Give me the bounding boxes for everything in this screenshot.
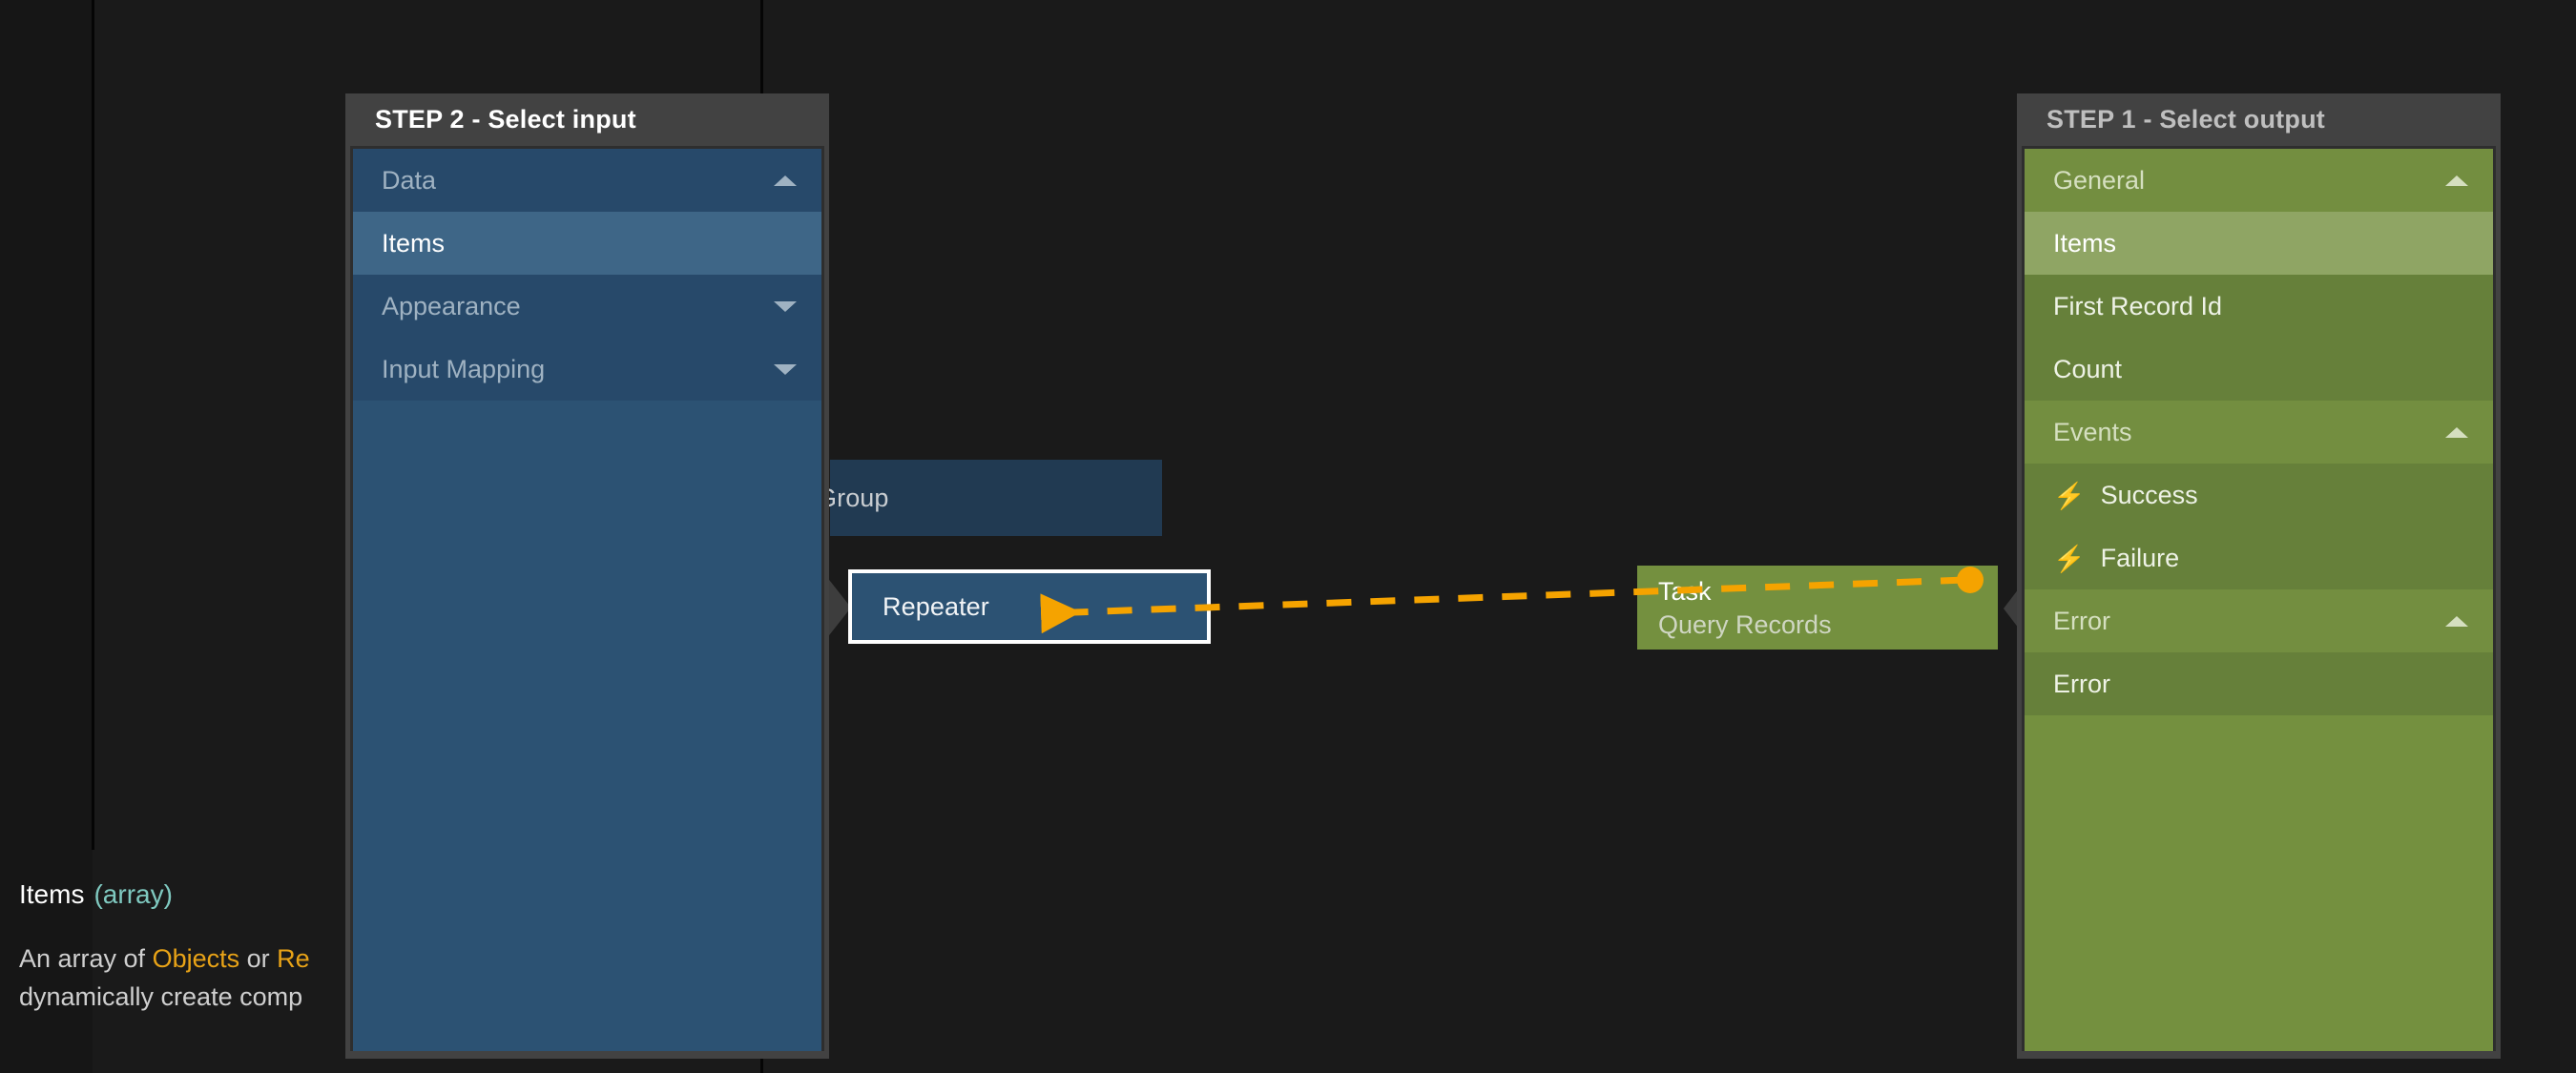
input-row-appearance[interactable]: Appearance xyxy=(353,275,821,338)
node-repeater-label: Repeater xyxy=(883,591,989,621)
output-row-error[interactable]: Error xyxy=(2025,652,2493,715)
property-description-tooltip: Items (array) An array of Objects or Re d… xyxy=(0,868,763,1017)
output-row-count[interactable]: Count xyxy=(2025,338,2493,401)
panel-input-title: STEP 2 - Select input xyxy=(375,105,636,134)
node-task-label: Task xyxy=(1658,577,1712,606)
output-row-failure[interactable]: ⚡Failure xyxy=(2025,526,2493,589)
bolt-icon: ⚡ xyxy=(2053,544,2086,573)
tooltip-title: Items xyxy=(19,879,85,909)
bolt-icon: ⚡ xyxy=(2053,481,2086,510)
output-row-label: First Record Id xyxy=(2053,291,2223,320)
tooltip-body-prefix: An array of xyxy=(19,944,153,973)
chevron-down-icon[interactable] xyxy=(774,300,797,312)
canvas-left-gutter xyxy=(0,0,93,1073)
output-row-first-record-id[interactable]: First Record Id xyxy=(2025,275,2493,338)
input-row-input-mapping[interactable]: Input Mapping xyxy=(353,338,821,401)
tooltip-type: (array) xyxy=(93,879,173,909)
output-row-label: Error xyxy=(2053,606,2110,635)
canvas-divider-line-left xyxy=(92,0,94,850)
node-group[interactable]: Group xyxy=(817,460,1162,536)
panel-output-title: STEP 1 - Select output xyxy=(2046,105,2325,134)
tooltip-token-objects: Objects xyxy=(152,944,240,973)
input-row-label: Input Mapping xyxy=(382,354,546,383)
input-row-label: Appearance xyxy=(382,291,521,320)
tooltip-title-row: Items (array) xyxy=(19,879,763,910)
output-row-success[interactable]: ⚡Success xyxy=(2025,464,2493,526)
input-row-items[interactable]: Items xyxy=(353,212,821,275)
output-row-items[interactable]: Items xyxy=(2025,212,2493,275)
tooltip-body-mid: or xyxy=(239,944,278,973)
output-row-error[interactable]: Error xyxy=(2025,589,2493,652)
node-repeater[interactable]: Repeater xyxy=(848,569,1211,644)
output-row-label: Events xyxy=(2053,417,2132,446)
tooltip-token-records: Re xyxy=(277,944,310,973)
output-row-events[interactable]: Events xyxy=(2025,401,2493,464)
tooltip-body-line2: dynamically create comp xyxy=(19,981,303,1011)
chevron-up-icon[interactable] xyxy=(2445,615,2468,627)
chevron-up-icon[interactable] xyxy=(774,175,797,186)
output-row-label: Count xyxy=(2053,354,2123,383)
output-row-label: Error xyxy=(2053,669,2110,698)
chevron-down-icon[interactable] xyxy=(774,363,797,375)
input-row-data[interactable]: Data xyxy=(353,149,821,212)
chevron-up-icon[interactable] xyxy=(2445,426,2468,438)
node-task[interactable]: Task Query Records xyxy=(1637,566,1998,650)
node-task-subtitle: Query Records xyxy=(1658,610,1832,640)
input-row-label: Items xyxy=(382,228,446,258)
output-row-general[interactable]: General xyxy=(2025,149,2493,212)
output-row-label: General xyxy=(2053,165,2146,195)
output-row-label: Items xyxy=(2053,228,2117,258)
output-row-label: ⚡Failure xyxy=(2053,543,2180,573)
output-row-label: ⚡Success xyxy=(2053,480,2198,510)
repeater-input-port-icon[interactable] xyxy=(826,576,851,639)
tooltip-body: An array of Objects or Re dynamically cr… xyxy=(19,940,744,1017)
input-row-label: Data xyxy=(382,165,437,195)
chevron-up-icon[interactable] xyxy=(2445,175,2468,186)
